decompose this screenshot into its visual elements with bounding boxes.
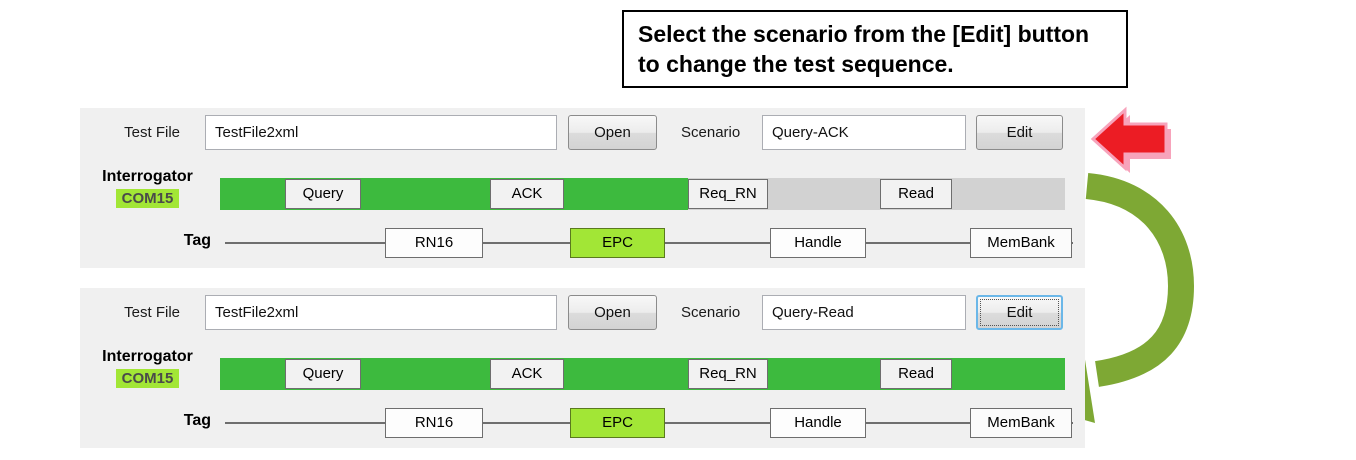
tag-step-epc: EPC	[570, 408, 665, 438]
step-read: Read	[880, 359, 952, 389]
tag-step-handle: Handle	[770, 228, 866, 258]
interrogator-timeline: Query ACK Req_RN Read	[220, 358, 1065, 390]
test-file-label: Test File	[124, 304, 180, 321]
tag-timeline: RN16 EPC Handle MemBank	[225, 408, 1075, 438]
step-read: Read	[880, 179, 952, 209]
step-query: Query	[285, 179, 361, 209]
step-ack: ACK	[490, 179, 564, 209]
edit-button[interactable]: Edit	[976, 115, 1063, 150]
com-port-badge: COM15	[115, 369, 180, 388]
edit-button-focused[interactable]: Edit	[976, 295, 1063, 330]
callout-line-1: Select the scenario from the [Edit] butt…	[638, 21, 1090, 47]
interrogator-label-block: Interrogator COM15	[80, 168, 215, 208]
tag-step-rn16: RN16	[385, 408, 483, 438]
test-panel-query-read: Test File Open Scenario Edit Interrogato…	[80, 288, 1085, 448]
callout-line-2: to change the test sequence.	[638, 51, 954, 77]
tag-step-membank: MemBank	[970, 228, 1072, 258]
red-arrow-icon	[1090, 106, 1171, 173]
interrogator-label: Interrogator	[102, 168, 193, 185]
tag-label: Tag	[183, 412, 211, 429]
tag-step-handle: Handle	[770, 408, 866, 438]
interrogator-timeline: Query ACK Req_RN Read	[220, 178, 1065, 210]
instruction-callout: Select the scenario from the [Edit] butt…	[622, 10, 1128, 88]
tag-step-membank: MemBank	[970, 408, 1072, 438]
open-button[interactable]: Open	[568, 115, 657, 150]
test-file-input[interactable]	[205, 295, 557, 330]
step-query: Query	[285, 359, 361, 389]
interrogator-label: Interrogator	[102, 348, 193, 365]
step-req-rn: Req_RN	[688, 179, 768, 209]
scenario-input[interactable]	[762, 295, 966, 330]
step-ack: ACK	[490, 359, 564, 389]
test-panel-query-ack: Test File Open Scenario Edit Interrogato…	[80, 108, 1085, 268]
step-req-rn: Req_RN	[688, 359, 768, 389]
scenario-label: Scenario	[681, 124, 741, 141]
test-file-input[interactable]	[205, 115, 557, 150]
tag-timeline: RN16 EPC Handle MemBank	[225, 228, 1075, 258]
interrogator-label-block: Interrogator COM15	[80, 348, 215, 388]
scenario-label: Scenario	[681, 304, 741, 321]
tag-label: Tag	[183, 232, 211, 249]
tag-step-rn16: RN16	[385, 228, 483, 258]
test-file-label: Test File	[124, 124, 180, 141]
scenario-input[interactable]	[762, 115, 966, 150]
open-button[interactable]: Open	[568, 295, 657, 330]
com-port-badge: COM15	[115, 189, 180, 208]
tag-step-epc: EPC	[570, 228, 665, 258]
